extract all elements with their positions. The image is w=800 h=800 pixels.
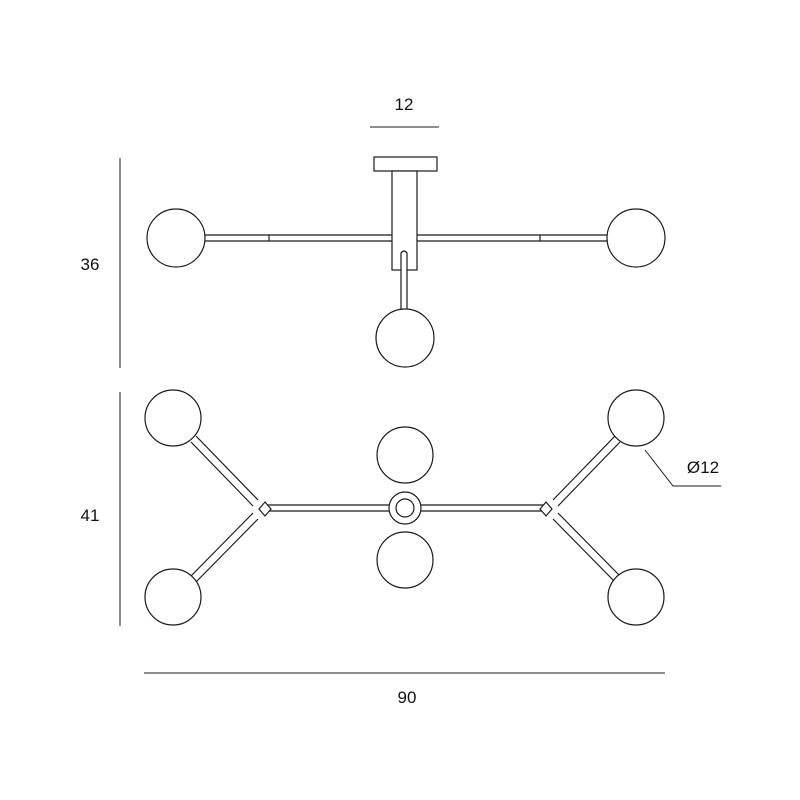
- top-globe-upper-right: [607, 389, 665, 447]
- top-globe-lower-right: [607, 568, 665, 626]
- canopy-plate: [373, 156, 438, 172]
- down-rod: [400, 250, 408, 313]
- arm-upper-left-a: [195, 435, 259, 501]
- side-view: [146, 156, 666, 368]
- top-depth-label: 41: [81, 506, 100, 525]
- arm-upper-right-b: [557, 441, 621, 507]
- arm-lower-right-b: [552, 518, 616, 583]
- arm-upper-left-b: [190, 441, 254, 507]
- top-globe-lower-left: [144, 568, 202, 626]
- arm-lower-right-a: [557, 512, 621, 577]
- top-globe-center-upper: [376, 426, 434, 484]
- center-hub-inner: [395, 498, 415, 518]
- side-globe-left: [146, 208, 206, 268]
- arm-upper-right-a: [552, 435, 616, 501]
- arm-lower-left-b: [195, 518, 259, 583]
- canopy-width-label: 12: [395, 95, 414, 114]
- side-height-label: 36: [81, 255, 100, 274]
- joint-right: [539, 501, 553, 517]
- top-globe-upper-left: [144, 389, 202, 447]
- top-globe-center-lower: [376, 531, 434, 589]
- side-globe-right: [606, 208, 666, 268]
- globe-diameter-label: Ø12: [687, 458, 719, 477]
- globe-diameter-leader-line: [644, 449, 721, 487]
- top-view: [144, 389, 665, 626]
- side-globe-bottom: [375, 308, 435, 368]
- total-width-label: 90: [398, 688, 417, 707]
- arm-lower-left-a: [190, 512, 254, 577]
- joint-left: [258, 501, 272, 517]
